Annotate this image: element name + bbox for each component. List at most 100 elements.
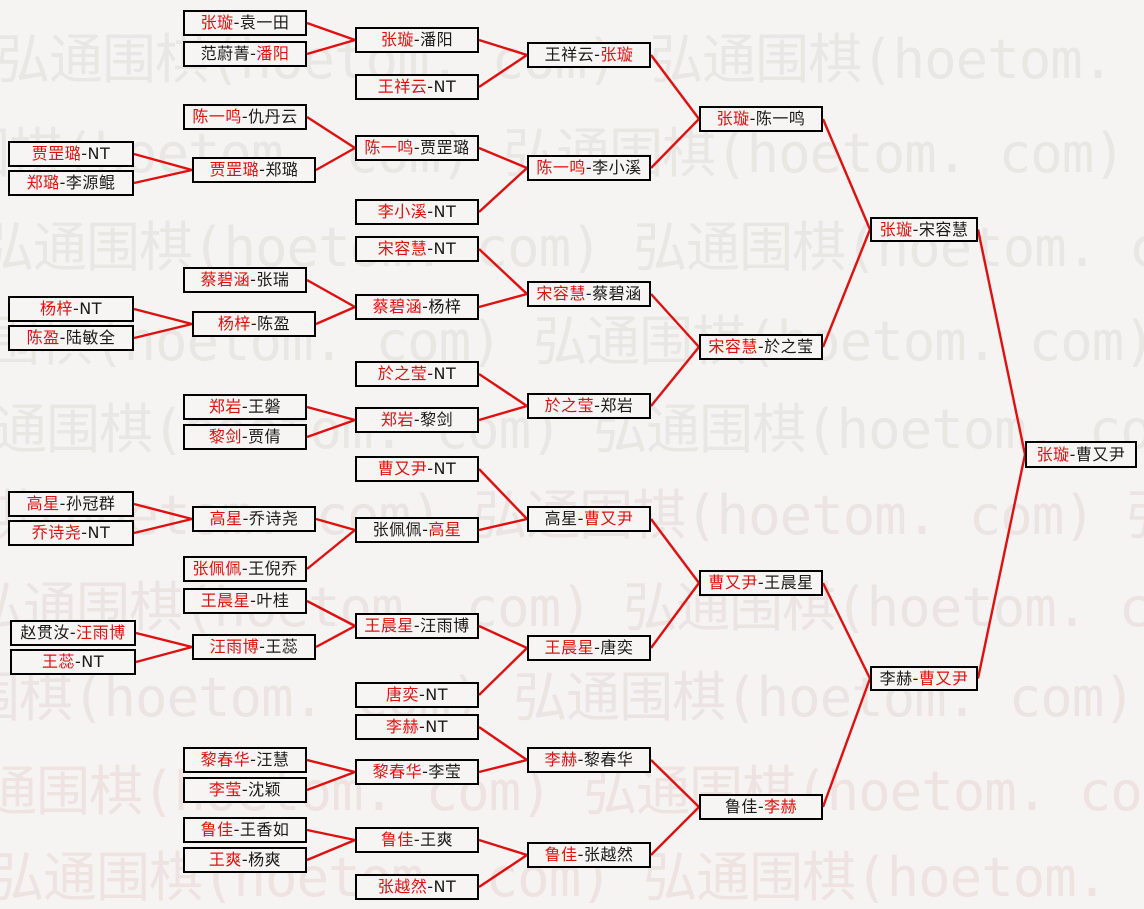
player2-name: 杨梓 — [428, 297, 462, 316]
player2-name: NT — [79, 299, 103, 318]
bracket-line — [306, 838, 356, 862]
bracket-line — [133, 307, 193, 326]
bracket-line — [821, 678, 872, 808]
match-box-C1: 张璇-潘阳 — [355, 27, 479, 53]
bracket-line — [478, 838, 528, 857]
match-box-C7: 於之莹-NT — [355, 361, 479, 387]
player1-name: 高星 — [209, 509, 243, 528]
player2-name: 张璇 — [600, 45, 634, 64]
player1-name: 郑璐 — [26, 173, 60, 192]
player1-name: 黎春华 — [200, 750, 251, 769]
player2-name: 李赫 — [764, 797, 798, 816]
player1-name: 黎春华 — [372, 762, 423, 781]
bracket-line — [976, 229, 1027, 455]
match-box-D6: 王晨星-唐奕 — [527, 635, 651, 661]
player2-name: 高星 — [428, 520, 462, 539]
player1-name: 张璇 — [200, 13, 234, 32]
match-box-F1: 张璇-宋容慧 — [870, 217, 978, 242]
player1-name: 宋容慧 — [377, 239, 428, 258]
separator: - — [241, 780, 249, 799]
separator: - — [418, 685, 426, 704]
bracket-line — [478, 647, 528, 696]
player1-name: 张璇 — [879, 219, 913, 239]
match-box-C5: 宋容慧-NT — [355, 236, 479, 262]
bracket-line — [478, 726, 528, 761]
player2-name: 汪雨博 — [420, 616, 470, 635]
match-box-C16: 张越然-NT — [355, 874, 479, 900]
separator: - — [259, 160, 266, 179]
bracket-line — [133, 152, 193, 172]
match-box-B13: 黎春华-汪慧 — [183, 747, 307, 773]
match-box-G1: 张璇-曹又尹 — [1025, 441, 1137, 468]
player1-name: 张璇 — [380, 30, 414, 49]
player1-name: 鲁佳 — [544, 845, 578, 864]
separator: - — [427, 364, 434, 383]
bracket-line — [306, 529, 356, 570]
player1-name: 李赫 — [544, 750, 578, 769]
player1-name: 王晨星 — [200, 591, 251, 610]
match-box-B16: 王爽-杨爽 — [183, 847, 307, 873]
bracket-line — [478, 167, 528, 213]
player1-name: 杨梓 — [39, 299, 73, 318]
player2-name: 陈一鸣 — [755, 109, 806, 128]
separator: - — [72, 299, 80, 318]
player2-name: NT — [425, 685, 449, 704]
player1-name: 黎剑 — [208, 427, 242, 446]
player1-name: 贾罡璐 — [31, 144, 82, 163]
player1-name: 鲁佳 — [724, 797, 758, 816]
separator: - — [241, 107, 249, 126]
match-box-E2: 宋容慧-於之莹 — [699, 334, 823, 360]
player1-name: 曹又尹 — [708, 573, 758, 592]
bracket-line — [135, 631, 193, 649]
player1-name: 李小溪 — [377, 202, 428, 221]
bracket-line — [135, 645, 193, 664]
match-box-B2: 范蔚菁-潘阳 — [183, 41, 307, 67]
bracket-line — [650, 54, 700, 120]
bracket-line — [650, 582, 700, 649]
player1-name: 蔡碧涵 — [372, 297, 423, 316]
separator: - — [241, 427, 249, 446]
match-box-A3: 杨梓-NT — [8, 296, 134, 322]
player2-name: 郑岩 — [600, 396, 634, 415]
player1-name: 蔡碧涵 — [200, 270, 251, 289]
match-box-C6: 蔡碧涵-杨梓 — [355, 294, 479, 320]
separator: - — [577, 845, 584, 864]
separator: - — [250, 750, 257, 769]
separator: - — [81, 523, 88, 542]
player1-name: 王晨星 — [544, 638, 595, 657]
match-box-C2: 王祥云-NT — [355, 74, 479, 100]
bracket-line — [650, 293, 700, 348]
separator: - — [427, 77, 434, 96]
bracket-line — [650, 346, 700, 407]
match-box-A4: 陈盈-陆敏全 — [8, 325, 134, 351]
match-box-D7: 李赫-黎春华 — [527, 747, 651, 773]
match-box-C9: 曹又尹-NT — [355, 456, 479, 482]
player1-name: 张璇 — [716, 109, 750, 128]
player1-name: 张越然 — [377, 877, 428, 896]
player1-name: 郑岩 — [380, 410, 414, 429]
separator: - — [59, 328, 66, 347]
match-box-C15: 鲁佳-王爽 — [355, 827, 479, 853]
player1-name: 张佩佩 — [372, 520, 423, 539]
bracket-line — [306, 38, 356, 56]
player2-name: 张越然 — [583, 845, 634, 864]
separator: - — [59, 494, 66, 513]
player1-name: 张佩佩 — [192, 559, 242, 578]
player2-name: 王磐 — [248, 397, 282, 416]
player1-name: 王蕊 — [41, 652, 75, 671]
match-box-B11: 王晨星-叶桂 — [183, 588, 307, 614]
bracket-line — [821, 229, 872, 348]
separator: - — [413, 30, 421, 49]
player2-name: NT — [87, 523, 111, 542]
separator: - — [81, 144, 88, 163]
player2-name: NT — [81, 652, 105, 671]
player1-name: 唐奕 — [385, 685, 419, 704]
bracket-line — [306, 758, 356, 774]
player1-name: 贾罡璐 — [209, 160, 260, 179]
separator: - — [250, 591, 257, 610]
separator: - — [912, 668, 919, 688]
player2-name: NT — [87, 144, 111, 163]
player2-name: 汪慧 — [256, 750, 290, 769]
player2-name: 王蕊 — [265, 637, 299, 656]
